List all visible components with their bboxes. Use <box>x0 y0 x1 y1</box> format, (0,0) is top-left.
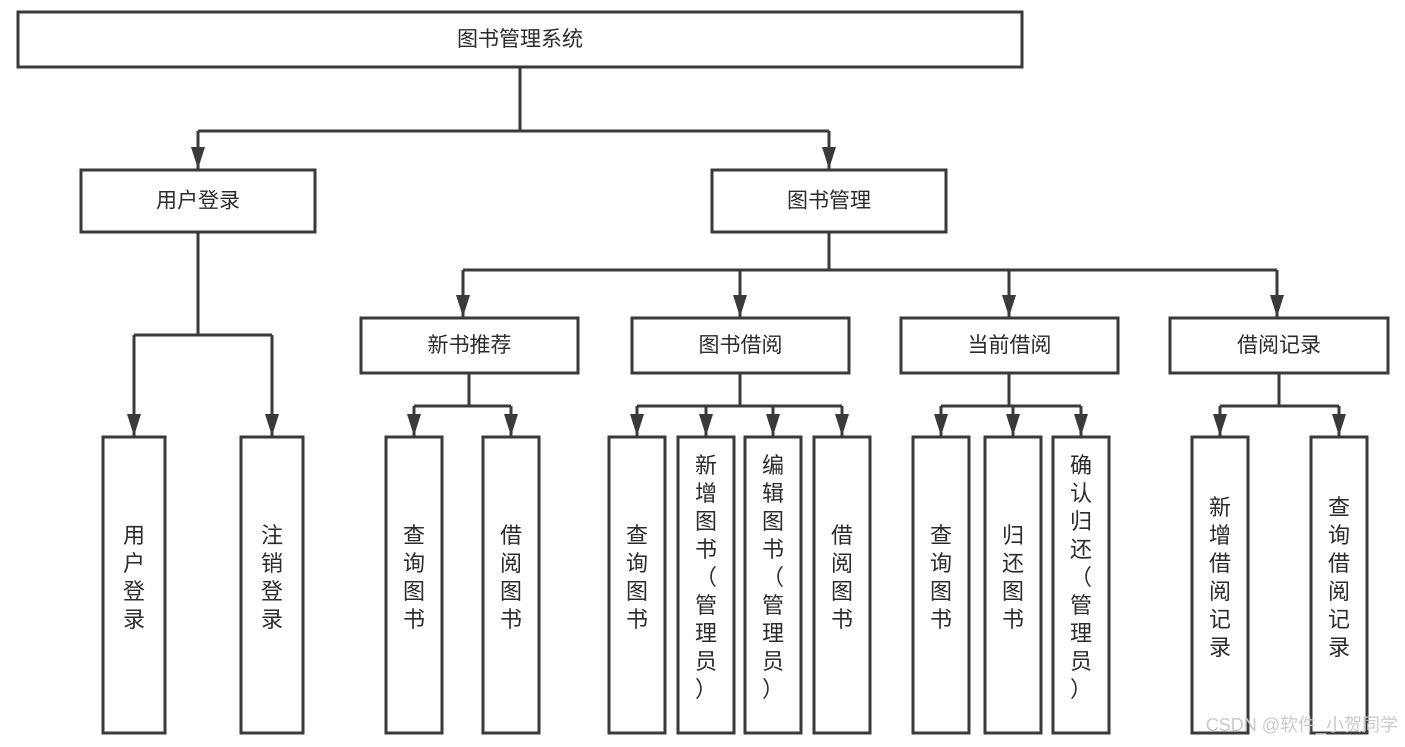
node-label: 新书推荐 <box>428 334 512 357</box>
node-leaf-borrow-book[interactable]: 借阅图书 <box>812 435 872 735</box>
arrow-head-icon <box>934 414 948 436</box>
node-box[interactable] <box>239 435 305 735</box>
node-label: 用户登录 <box>156 190 240 213</box>
node-leaf-query-book-borrow[interactable]: 查询图书 <box>607 435 667 735</box>
node-leaf-query-borrow-record[interactable]: 查询借阅记录 <box>1309 435 1369 735</box>
node-borrow-record[interactable]: 借阅记录 <box>1168 316 1390 375</box>
node-box[interactable] <box>384 435 444 735</box>
node-leaf-query-book-current[interactable]: 查询图书 <box>911 435 971 735</box>
node-new-book-recommend[interactable]: 新书推荐 <box>359 316 580 375</box>
node-book-manage[interactable]: 图书管理 <box>710 168 948 234</box>
node-box[interactable] <box>630 316 851 375</box>
node-label: 图书管理 <box>787 190 871 213</box>
connector-group <box>127 232 279 436</box>
arrow-head-icon <box>265 414 279 436</box>
node-box[interactable] <box>16 10 1024 69</box>
arrow-head-icon <box>733 295 747 317</box>
arrow-head-icon <box>504 414 518 436</box>
arrow-head-icon <box>766 414 780 436</box>
node-box[interactable] <box>743 435 803 735</box>
arrow-head-icon <box>1213 414 1227 436</box>
node-box[interactable] <box>1051 435 1111 735</box>
node-root[interactable]: 图书管理系统 <box>16 10 1024 69</box>
node-box[interactable] <box>899 316 1120 375</box>
node-current-borrow[interactable]: 当前借阅 <box>899 316 1120 375</box>
node-label: 图书借阅 <box>699 334 783 357</box>
node-label: 确认归还（管理员） <box>1070 453 1092 702</box>
watermark-label: CSDN @软件_小贺同学 <box>1206 715 1398 736</box>
node-label: 归还图书 <box>1002 523 1024 632</box>
node-label: 新增图书（管理员） <box>695 453 717 702</box>
connector-layer <box>127 67 1346 436</box>
node-leaf-logout-login[interactable]: 注销登录 <box>239 435 305 735</box>
arrow-head-icon <box>835 414 849 436</box>
node-label: 图书管理系统 <box>457 28 583 51</box>
node-label: 查询图书 <box>403 523 425 632</box>
node-leaf-user-login[interactable]: 用户登录 <box>101 435 167 735</box>
arrow-head-icon <box>822 147 836 169</box>
connector-group <box>191 67 836 169</box>
node-label: 借阅图书 <box>500 523 522 632</box>
connector-group <box>630 373 849 436</box>
node-label: 借阅图书 <box>831 523 853 632</box>
node-box[interactable] <box>710 168 948 234</box>
node-label: 新增借阅记录 <box>1209 495 1231 660</box>
node-label: 借阅记录 <box>1237 334 1321 357</box>
node-leaf-borrow-book-recommend[interactable]: 借阅图书 <box>481 435 541 735</box>
connector-group <box>407 373 518 436</box>
node-user-login[interactable]: 用户登录 <box>79 168 317 234</box>
node-layer: 图书管理系统用户登录图书管理新书推荐图书借阅当前借阅借阅记录用户登录注销登录查询… <box>16 10 1390 735</box>
arrow-head-icon <box>456 295 470 317</box>
node-leaf-add-book-admin[interactable]: 新增图书（管理员） <box>676 435 736 735</box>
arrow-head-icon <box>127 414 141 436</box>
connector-group <box>456 232 1284 317</box>
node-label: 查询图书 <box>626 523 648 632</box>
arrow-head-icon <box>1002 295 1016 317</box>
node-label: 查询借阅记录 <box>1328 495 1350 660</box>
node-leaf-return-book[interactable]: 归还图书 <box>983 435 1043 735</box>
arrow-head-icon <box>630 414 644 436</box>
node-label: 当前借阅 <box>968 334 1052 357</box>
arrow-head-icon <box>407 414 421 436</box>
arrow-head-icon <box>1270 295 1284 317</box>
node-box[interactable] <box>911 435 971 735</box>
arrow-head-icon <box>1074 414 1088 436</box>
arrow-head-icon <box>699 414 713 436</box>
node-box[interactable] <box>1309 435 1369 735</box>
node-box[interactable] <box>1168 316 1390 375</box>
connector-group <box>934 373 1088 436</box>
node-box[interactable] <box>101 435 167 735</box>
node-box[interactable] <box>481 435 541 735</box>
arrow-head-icon <box>191 147 205 169</box>
node-box[interactable] <box>983 435 1043 735</box>
arrow-head-icon <box>1006 414 1020 436</box>
node-box[interactable] <box>812 435 872 735</box>
node-label: 查询图书 <box>930 523 952 632</box>
node-label: 编辑图书（管理员） <box>762 453 784 702</box>
node-box[interactable] <box>79 168 317 234</box>
node-box[interactable] <box>359 316 580 375</box>
node-leaf-confirm-return-admin[interactable]: 确认归还（管理员） <box>1051 435 1111 735</box>
node-box[interactable] <box>607 435 667 735</box>
node-label: 注销登录 <box>261 523 283 632</box>
node-box[interactable] <box>1190 435 1250 735</box>
arrow-head-icon <box>1332 414 1346 436</box>
node-box[interactable] <box>676 435 736 735</box>
node-label: 用户登录 <box>123 523 145 632</box>
node-leaf-edit-book-admin[interactable]: 编辑图书（管理员） <box>743 435 803 735</box>
connector-group <box>1213 373 1346 436</box>
node-leaf-query-book-recommend[interactable]: 查询图书 <box>384 435 444 735</box>
node-leaf-add-borrow-record[interactable]: 新增借阅记录 <box>1190 435 1250 735</box>
node-book-borrow[interactable]: 图书借阅 <box>630 316 851 375</box>
